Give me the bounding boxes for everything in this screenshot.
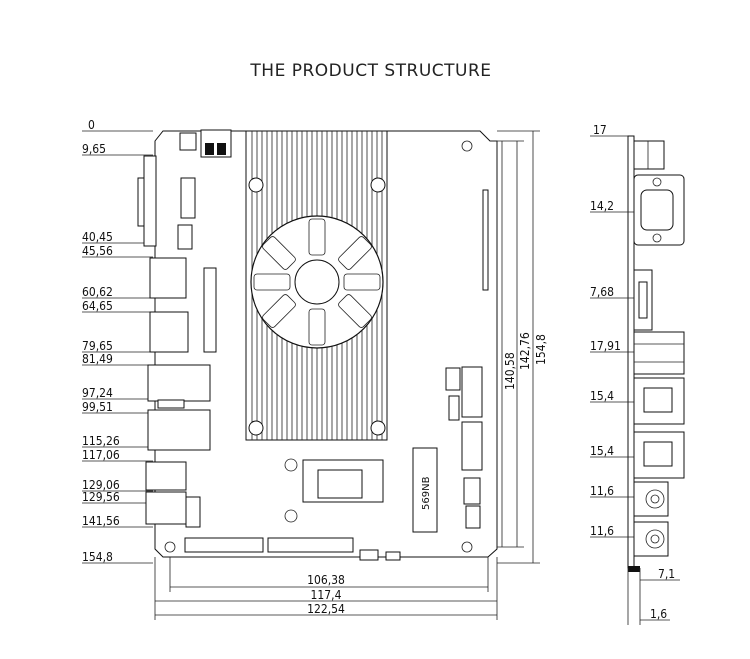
page-title: THE PRODUCT STRUCTURE <box>249 61 491 81</box>
sata-port <box>461 421 483 471</box>
fan-header <box>445 367 461 391</box>
dim-label: 9,65 <box>82 142 106 156</box>
dim-label: 40,45 <box>82 230 113 244</box>
usb-port <box>149 257 187 299</box>
vga-bracket <box>143 155 157 247</box>
dim-label: 60,62 <box>82 285 113 299</box>
mounting-hole <box>164 541 176 553</box>
dim-label: 154,8 <box>534 334 548 365</box>
dim-label: 17,91 <box>590 339 621 353</box>
dim-label: 0 <box>88 118 95 132</box>
dim-label: 142,76 <box>518 332 532 370</box>
audio-jack <box>145 491 187 525</box>
slot-edge <box>482 189 489 291</box>
dim-label: 115,26 <box>82 434 120 448</box>
dim-label: 117,4 <box>311 588 342 602</box>
dim-label: 64,65 <box>82 299 113 313</box>
dim-label: 140,58 <box>503 352 517 390</box>
header-connector <box>463 477 481 505</box>
power-pin <box>205 143 214 155</box>
left-dimension-scale: 0 9,65 40,45 45,56 60,62 64,65 79,65 81,… <box>82 118 153 564</box>
dim-label: 141,56 <box>82 514 120 528</box>
dim-label: 11,6 <box>590 524 614 538</box>
dim-label: 17 <box>593 123 607 137</box>
dim-label: 129,06 <box>82 478 120 492</box>
side-power-connector <box>633 140 665 170</box>
front-panel-header <box>185 496 201 528</box>
dim-label: 154,8 <box>82 550 113 564</box>
fan-blades <box>253 218 381 346</box>
side-usb <box>633 331 685 375</box>
small-connector <box>359 549 379 561</box>
dim-label: 1,6 <box>650 607 667 621</box>
usb-port <box>149 311 189 353</box>
dim-label: 11,6 <box>590 484 614 498</box>
header-connector <box>179 132 197 151</box>
header-connector <box>465 505 481 529</box>
dim-label: 14,2 <box>590 199 614 213</box>
chipset <box>412 447 438 533</box>
dim-label: 117,06 <box>82 448 120 462</box>
mounting-hole <box>284 509 298 523</box>
fan-hub <box>294 259 340 305</box>
small-header <box>177 224 193 250</box>
lan-port <box>147 409 211 451</box>
dim-label: 106,38 <box>307 573 345 587</box>
mounting-hole <box>461 140 473 152</box>
bottom-pin-header <box>184 537 264 553</box>
dim-label: 7,1 <box>658 567 675 581</box>
right-dimension-lines: 140,58 142,76 154,8 <box>490 130 548 564</box>
lan-led <box>157 399 185 409</box>
dim-label: 15,4 <box>590 444 614 458</box>
dim-label: 15,4 <box>590 389 614 403</box>
side-bottom-part <box>628 566 640 572</box>
lan-port <box>147 364 211 402</box>
bottom-dimension-lines: 106,38 117,4 122,54 <box>154 557 498 620</box>
pin-header-small <box>448 395 460 421</box>
dim-label: 97,24 <box>82 386 113 400</box>
dim-label: 99,51 <box>82 400 113 414</box>
power-pin <box>217 143 226 155</box>
audio-jack <box>145 461 187 491</box>
dim-label: 122,54 <box>307 602 345 616</box>
chip-label: 569NB <box>421 476 432 510</box>
heatsink-screws <box>248 177 386 436</box>
side-vga-shell <box>640 189 674 231</box>
dim-label: 79,65 <box>82 339 113 353</box>
sata-port <box>461 366 483 418</box>
side-lan-inner <box>643 387 673 413</box>
pin-header <box>203 267 217 353</box>
motherboard-top-view: 569NB <box>137 129 498 561</box>
side-view: 17 14,2 7,68 17,91 15,4 15,4 11,6 11,6 7… <box>590 123 685 625</box>
mounting-hole <box>461 541 473 553</box>
side-hdmi-inner <box>638 281 648 319</box>
dim-label: 129,56 <box>82 490 120 504</box>
dim-label: 81,49 <box>82 352 113 366</box>
bottom-pin-header <box>267 537 354 553</box>
dim-label: 7,68 <box>590 285 614 299</box>
side-lan-inner <box>643 441 673 467</box>
battery <box>385 551 401 561</box>
dim-label: 45,56 <box>82 244 113 258</box>
card-slot-inner <box>317 469 363 499</box>
mounting-hole <box>284 458 298 472</box>
com-header <box>180 177 196 219</box>
